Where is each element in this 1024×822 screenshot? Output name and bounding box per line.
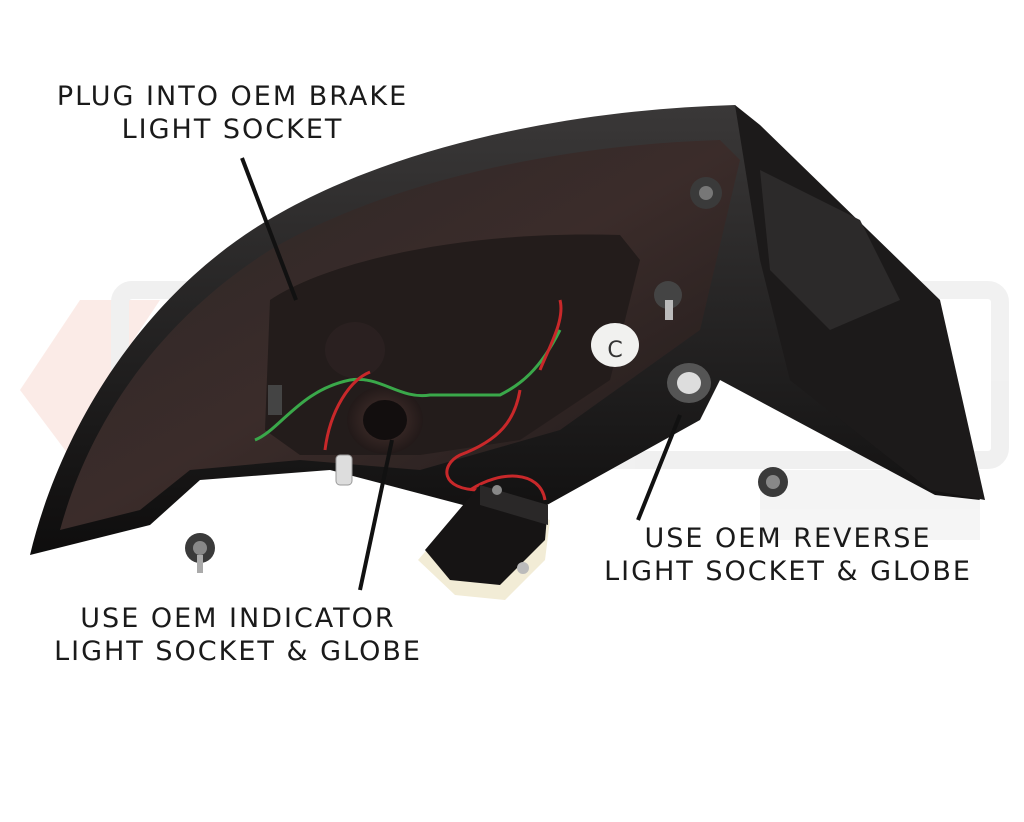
callout-lines bbox=[240, 157, 682, 591]
tail-light-housing bbox=[30, 105, 985, 555]
load-resistor-module bbox=[418, 485, 550, 600]
brake-callout-line bbox=[240, 157, 298, 301]
mounting-stud-right bbox=[758, 467, 788, 497]
reverse-socket-callout: USE OEM REVERSE LIGHT SOCKET & GLOBE bbox=[588, 522, 988, 588]
mounting-stud-mid bbox=[654, 281, 682, 320]
brake-socket-callout: PLUG INTO OEM BRAKE LIGHT SOCKET bbox=[40, 80, 425, 146]
reverse-socket bbox=[667, 363, 711, 403]
reverse-callout-line2: LIGHT SOCKET & GLOBE bbox=[604, 556, 972, 587]
brake-callout-line2: LIGHT SOCKET bbox=[121, 114, 344, 145]
indicator-socket bbox=[347, 386, 423, 454]
connector-clip bbox=[268, 385, 282, 415]
sticker-letter: C bbox=[607, 338, 622, 363]
reverse-callout-line bbox=[636, 414, 682, 521]
reverse-callout-line1: USE OEM REVERSE bbox=[644, 523, 932, 554]
mounting-stud-left bbox=[185, 533, 215, 573]
indicator-socket-callout: USE OEM INDICATOR LIGHT SOCKET & GLOBE bbox=[38, 602, 438, 668]
bulb-globe bbox=[335, 454, 353, 486]
mounting-stud-top bbox=[690, 177, 722, 209]
housing-sticker: C bbox=[591, 323, 639, 367]
indicator-callout-line2: LIGHT SOCKET & GLOBE bbox=[54, 636, 422, 667]
brake-callout-line1: PLUG INTO OEM BRAKE bbox=[56, 81, 409, 112]
wiring bbox=[254, 299, 563, 501]
indicator-callout-line bbox=[358, 439, 394, 591]
brake-socket bbox=[325, 322, 385, 378]
indicator-callout-line1: USE OEM INDICATOR bbox=[80, 603, 396, 634]
